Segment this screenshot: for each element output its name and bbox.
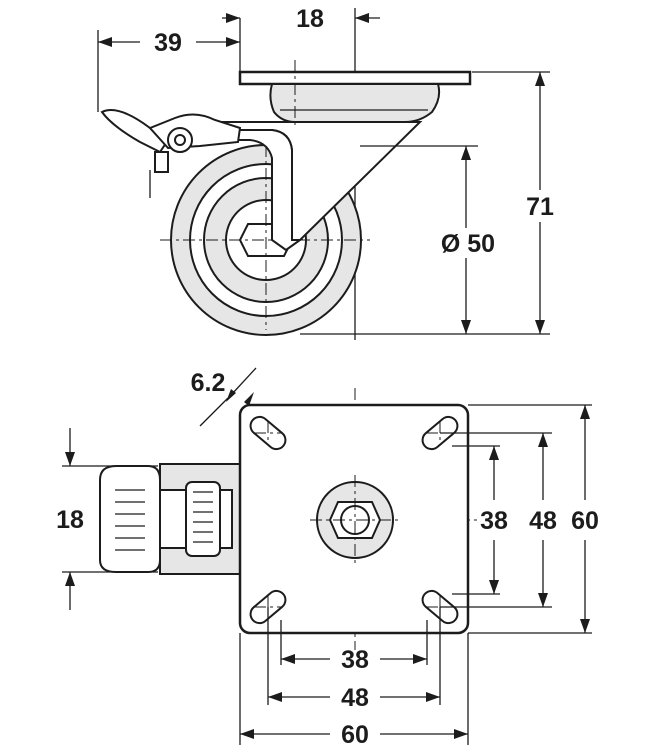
plate-height-label: 60 — [571, 507, 599, 535]
total-height-label: 71 — [526, 193, 554, 221]
side-view: 18 39 — [97, 5, 554, 340]
slot-width-dimension: 6.2 — [191, 367, 257, 427]
brake-offset-label: 39 — [154, 29, 182, 57]
wheel-diameter-dimension: Ø 50 — [300, 145, 495, 335]
plate-width-dimension: 60 — [240, 721, 468, 749]
plate-height-dimension: 60 — [571, 405, 599, 633]
top-view: 6.2 18 38 4 — [56, 367, 599, 749]
slot-width-label: 6.2 — [191, 369, 226, 397]
total-height-dimension: 71 — [472, 71, 554, 335]
outer-hole-spacing-h-label: 48 — [341, 684, 369, 712]
inner-hole-spacing-h-label: 38 — [341, 646, 369, 674]
outer-hole-spacing-h-dimension: 48 — [268, 684, 440, 712]
plate-offset-dimension: 18 — [222, 5, 380, 33]
inner-hole-spacing-v-label: 38 — [480, 507, 508, 535]
outer-hole-spacing-v-dimension: 48 — [529, 433, 557, 607]
brake-lever-side — [100, 109, 242, 198]
swivel-head — [269, 83, 441, 123]
brake-width-label: 18 — [56, 506, 84, 534]
mounting-slot-top-left — [249, 415, 287, 451]
wheel-diameter-label: Ø 50 — [441, 230, 495, 258]
plate-offset-label: 18 — [296, 5, 324, 33]
outer-hole-spacing-v-label: 48 — [529, 507, 557, 535]
brake-lever-top — [99, 463, 241, 575]
plate-width-label: 60 — [341, 721, 369, 749]
inner-hole-spacing-v-dimension: 38 — [480, 446, 508, 594]
center-hub — [310, 475, 400, 565]
brake-offset-dimension: 39 — [98, 29, 240, 57]
mounting-plate-side — [238, 70, 472, 86]
brake-width-dimension: 18 — [56, 428, 158, 610]
inner-hole-spacing-h-dimension: 38 — [281, 646, 427, 674]
